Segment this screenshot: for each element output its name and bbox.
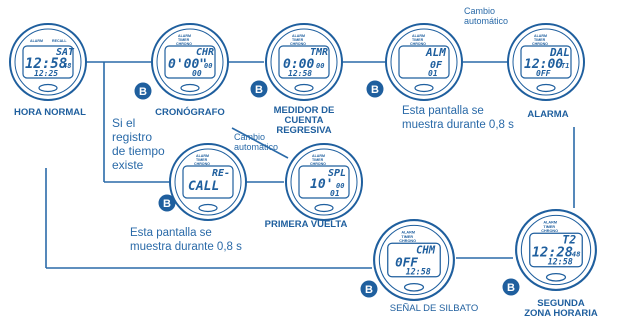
svg-text:B: B bbox=[255, 84, 263, 96]
svg-text:T2: T2 bbox=[562, 233, 576, 247]
note-pantalla-2: Esta pantalla se muestra durante 0,8 s bbox=[130, 227, 242, 253]
svg-text:12:58: 12:58 bbox=[406, 267, 431, 277]
note-cambio-2: Cambio automático bbox=[234, 132, 279, 152]
svg-text:01: 01 bbox=[428, 69, 438, 78]
svg-text:CHRONO: CHRONO bbox=[410, 42, 426, 46]
svg-text:B: B bbox=[371, 84, 379, 96]
button-b-2[interactable]: B bbox=[250, 80, 268, 103]
svg-text:ALARM: ALARM bbox=[30, 39, 43, 43]
svg-text:12:00: 12:00 bbox=[524, 57, 563, 72]
svg-text:48: 48 bbox=[572, 249, 581, 258]
caption-alarma: ALARMA bbox=[527, 109, 569, 120]
svg-text:TIMER: TIMER bbox=[401, 235, 413, 239]
svg-text:TMR: TMR bbox=[310, 47, 328, 58]
caption-hora-normal: HORA NORMAL bbox=[14, 107, 86, 118]
svg-text:ALM: ALM bbox=[425, 46, 446, 59]
svg-text:0'00": 0'00" bbox=[168, 57, 207, 72]
svg-text:0:00: 0:00 bbox=[283, 57, 314, 72]
svg-text:ALARM: ALARM bbox=[543, 221, 557, 225]
svg-text:CHRONO: CHRONO bbox=[541, 229, 558, 233]
svg-text:TIMER: TIMER bbox=[312, 158, 324, 162]
svg-text:B: B bbox=[507, 282, 515, 294]
caption-segunda-zona: SEGUNDA ZONA HORARIA bbox=[524, 298, 598, 319]
svg-text:ALARM: ALARM bbox=[292, 34, 305, 38]
svg-text:CHRONO: CHRONO bbox=[532, 42, 548, 46]
caption-cuenta-regresiva: MEDIDOR DE CUENTA REGRESIVA bbox=[273, 105, 335, 136]
svg-text:B: B bbox=[163, 198, 171, 210]
svg-text:B: B bbox=[139, 86, 147, 98]
svg-text:CHRONO: CHRONO bbox=[310, 162, 326, 166]
svg-text:00: 00 bbox=[316, 62, 324, 70]
svg-text:TIMER: TIMER bbox=[534, 38, 546, 42]
svg-text:TIMER: TIMER bbox=[196, 158, 208, 162]
button-b-3[interactable]: B bbox=[366, 80, 384, 103]
svg-text:00: 00 bbox=[336, 182, 344, 190]
caption-primera-vuelta: PRIMERA VUELTA bbox=[264, 219, 348, 230]
svg-text:ALARM: ALARM bbox=[196, 154, 209, 158]
svg-text:CHRONO: CHRONO bbox=[194, 162, 210, 166]
svg-text:CALL: CALL bbox=[188, 179, 219, 194]
svg-text:RECALL: RECALL bbox=[52, 39, 67, 43]
svg-text:CHRONO: CHRONO bbox=[399, 239, 416, 243]
svg-text:T1: T1 bbox=[561, 62, 569, 70]
svg-text:ALARM: ALARM bbox=[178, 34, 191, 38]
note-cambio-1: Cambio automático bbox=[464, 6, 509, 26]
svg-text:CHM: CHM bbox=[416, 245, 436, 257]
svg-text:10': 10' bbox=[310, 177, 333, 192]
svg-text:CHRONO: CHRONO bbox=[290, 42, 306, 46]
svg-text:0FF: 0FF bbox=[536, 69, 551, 78]
svg-text:TIMER: TIMER bbox=[412, 38, 424, 42]
svg-text:00: 00 bbox=[204, 62, 212, 70]
svg-text:0F: 0F bbox=[430, 60, 443, 71]
button-b-4[interactable]: B bbox=[158, 194, 176, 217]
svg-text:RE-: RE- bbox=[212, 168, 230, 179]
button-b-1[interactable]: B bbox=[134, 82, 152, 105]
svg-text:ALARM: ALARM bbox=[401, 231, 415, 235]
svg-text:01: 01 bbox=[330, 189, 340, 198]
svg-text:ALARM: ALARM bbox=[312, 154, 325, 158]
svg-text:B: B bbox=[365, 284, 373, 296]
svg-text:ALARM: ALARM bbox=[534, 34, 547, 38]
svg-text:12:58: 12:58 bbox=[548, 257, 573, 267]
caption-senal-silbato: SEÑAL DE SILBATO bbox=[389, 303, 479, 314]
button-b-5[interactable]: B bbox=[360, 280, 378, 303]
svg-text:CHR: CHR bbox=[196, 47, 214, 58]
svg-text:12:58: 12:58 bbox=[25, 56, 67, 72]
svg-text:TIMER: TIMER bbox=[292, 38, 304, 42]
svg-text:TIMER: TIMER bbox=[543, 225, 555, 229]
note-pantalla-1: Esta pantalla se muestra durante 0,8 s bbox=[402, 105, 514, 131]
caption-cronografo: CRONÓGRAFO bbox=[155, 107, 225, 118]
svg-text:CHRONO: CHRONO bbox=[176, 42, 192, 46]
svg-text:SPL: SPL bbox=[328, 168, 346, 179]
svg-text:DAL: DAL bbox=[549, 46, 570, 59]
svg-text:TIMER: TIMER bbox=[178, 38, 190, 42]
watch-hora-normal: ALARM RECALL SAT 12:58 48 12:25 bbox=[8, 22, 88, 107]
button-b-6[interactable]: B bbox=[502, 278, 520, 301]
svg-text:SAT: SAT bbox=[56, 47, 75, 58]
note-si-el-registro: Si el registro de tiempo existe bbox=[112, 116, 165, 172]
svg-text:48: 48 bbox=[63, 62, 71, 70]
svg-text:12:28: 12:28 bbox=[532, 244, 573, 260]
svg-text:12:25: 12:25 bbox=[34, 69, 58, 78]
svg-text:ALARM: ALARM bbox=[412, 34, 425, 38]
svg-text:12:58: 12:58 bbox=[288, 69, 312, 78]
svg-text:00: 00 bbox=[192, 69, 202, 78]
svg-text:0FF: 0FF bbox=[395, 254, 418, 269]
